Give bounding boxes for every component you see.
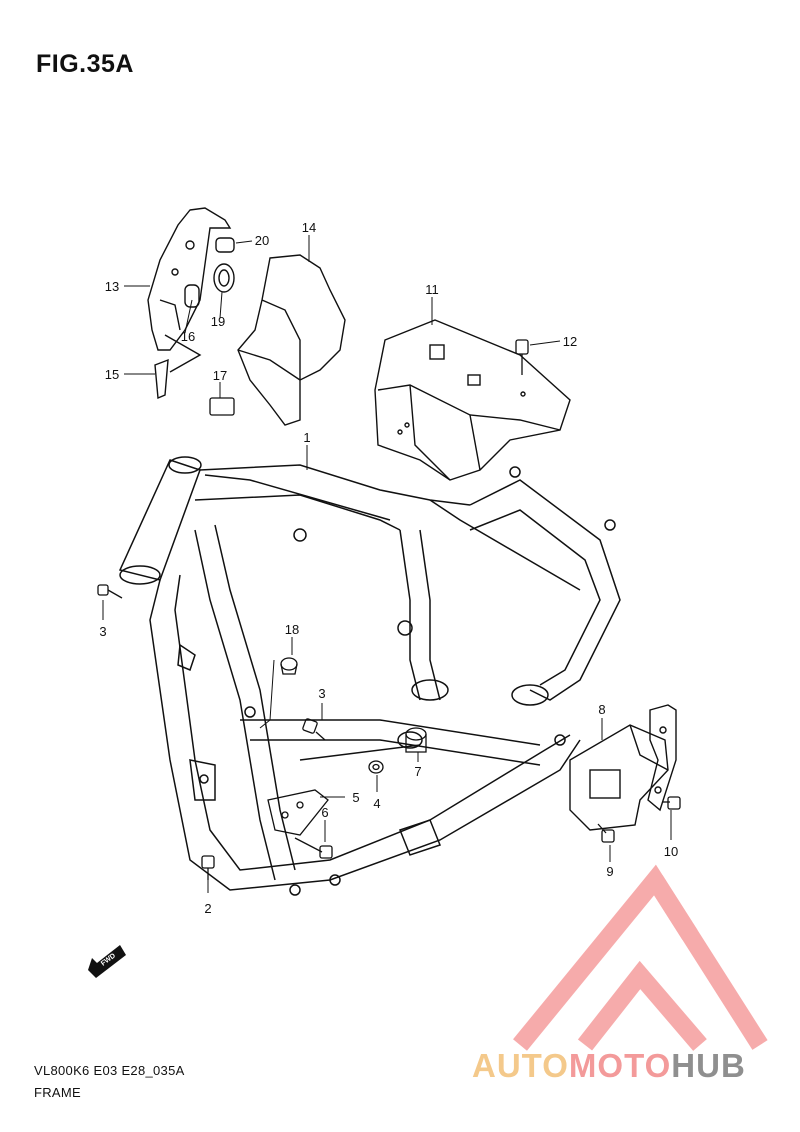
callout-12: 12	[563, 334, 577, 349]
callout-4: 4	[373, 796, 380, 811]
callout-10: 10	[664, 844, 678, 859]
plate-5	[267, 789, 329, 836]
main-frame	[118, 456, 621, 896]
bolt-3-center	[302, 718, 326, 741]
callout-5: 5	[352, 790, 359, 805]
callout-1: 1	[303, 430, 310, 445]
watermark-hub: HUB	[671, 1047, 746, 1084]
callout-11: 11	[425, 282, 439, 297]
callout-3-left: 3	[99, 624, 106, 639]
bolt-10	[662, 796, 681, 810]
callout-19: 19	[211, 314, 225, 329]
bolt-12	[515, 339, 529, 375]
callout-9: 9	[606, 864, 613, 879]
callout-2: 2	[204, 901, 211, 916]
collar-7	[405, 727, 427, 753]
battery-holder-tray	[374, 319, 571, 481]
bolt-6	[294, 837, 333, 859]
callout-20: 20	[255, 233, 269, 248]
watermark-moto: MOTO	[568, 1047, 672, 1084]
figure-title: FIG.35A	[36, 50, 134, 78]
fwd-arrow-icon: FWD	[88, 945, 126, 978]
cap-18	[280, 657, 298, 675]
watermark-logo	[513, 864, 768, 1051]
callout-7: 7	[414, 764, 421, 779]
figure-name: FRAME	[34, 1085, 81, 1100]
callout-8: 8	[598, 702, 605, 717]
bracket-8	[569, 704, 677, 831]
bolt-2	[201, 855, 215, 880]
watermark-auto: AUTO	[472, 1047, 569, 1084]
callout-14: 14	[302, 220, 316, 235]
rear-guard	[237, 254, 346, 426]
callout-labels: 1 2 3 3 4 5 6 7 8 9 10 11 12 13 14 15 16…	[99, 220, 678, 916]
callout-15: 15	[105, 367, 119, 382]
nut-4	[368, 760, 384, 774]
callout-16: 16	[181, 329, 195, 344]
watermark-text: AUTOMOTOHUB	[472, 1047, 746, 1085]
callout-13: 13	[105, 279, 119, 294]
callout-3-center: 3	[318, 686, 325, 701]
callout-17: 17	[213, 368, 227, 383]
side-cover-bracket	[147, 207, 235, 400]
rubber-pad	[209, 397, 235, 416]
bolt-9	[597, 823, 615, 843]
callout-6: 6	[321, 805, 328, 820]
leader-lines	[102, 235, 672, 893]
figure-code: VL800K6 E03 E28_035A	[34, 1063, 185, 1078]
callout-18: 18	[285, 622, 299, 637]
bolt-3-left	[97, 584, 123, 599]
